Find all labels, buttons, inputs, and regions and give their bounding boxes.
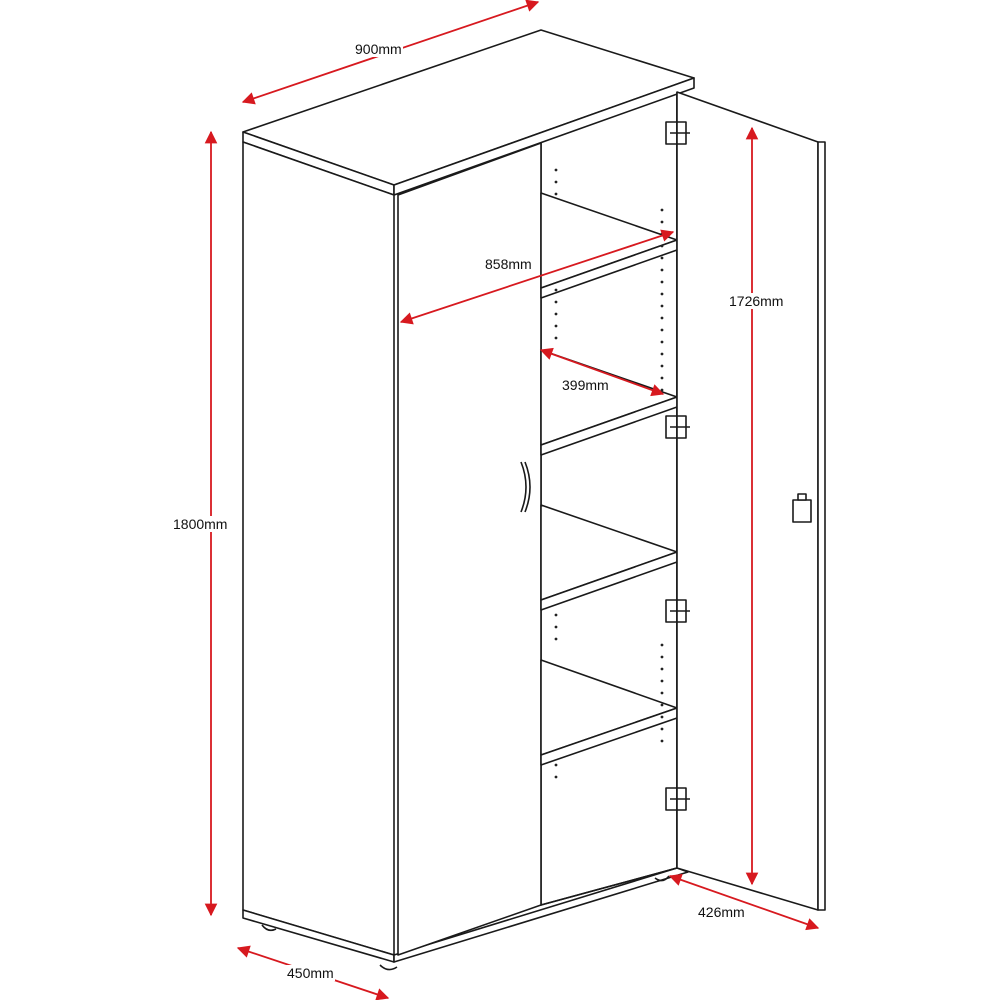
peg-hole [660, 703, 664, 707]
left-side-panel [242, 141, 395, 956]
cabinet-top-side [393, 77, 695, 196]
peg-hole [554, 625, 558, 629]
peg-hole [554, 288, 558, 292]
peg-hole [660, 679, 664, 683]
door-width-label: 426mm [697, 904, 746, 920]
peg-hole [554, 324, 558, 328]
dimension-line-shelf-depth [539, 347, 665, 397]
peg-hole [660, 208, 664, 212]
peg-hole [660, 340, 664, 344]
internal-width-label: 858mm [484, 256, 533, 272]
peg-hole [554, 168, 558, 172]
peg-hole [660, 292, 664, 296]
peg-hole [554, 180, 558, 184]
peg-hole [660, 268, 664, 272]
peg-hole [660, 280, 664, 284]
peg-hole [660, 364, 664, 368]
peg-hole [660, 727, 664, 731]
depth-label: 450mm [286, 965, 335, 981]
peg-hole [554, 312, 558, 316]
peg-hole [660, 691, 664, 695]
peg-hole [660, 316, 664, 320]
peg-hole [660, 244, 664, 248]
peg-hole [660, 220, 664, 224]
peg-hole [660, 352, 664, 356]
peg-hole [660, 655, 664, 659]
peg-hole [660, 643, 664, 647]
door-height-label: 1726mm [728, 293, 785, 309]
peg-hole [554, 300, 558, 304]
lock-plate [792, 499, 812, 523]
peg-hole [660, 304, 664, 308]
height-label: 1800mm [172, 516, 229, 532]
peg-hole [554, 336, 558, 340]
peg-hole [660, 715, 664, 719]
lock-icon [797, 493, 807, 501]
shelf-depth-label: 399mm [561, 377, 610, 393]
width-label: 900mm [354, 41, 403, 57]
peg-hole [554, 637, 558, 641]
peg-hole [554, 192, 558, 196]
peg-hole [554, 775, 558, 779]
dimension-line-door-width [668, 873, 820, 931]
peg-hole [554, 613, 558, 617]
peg-hole [660, 667, 664, 671]
right-door-edge [817, 141, 826, 911]
hinges [665, 121, 690, 811]
peg-hole [660, 256, 664, 260]
door-handle [520, 461, 531, 513]
dimension-line-internal-width [399, 229, 675, 325]
peg-hole [660, 388, 664, 392]
peg-hole [660, 328, 664, 332]
peg-hole [660, 739, 664, 743]
peg-hole [554, 763, 558, 767]
peg-hole [660, 376, 664, 380]
